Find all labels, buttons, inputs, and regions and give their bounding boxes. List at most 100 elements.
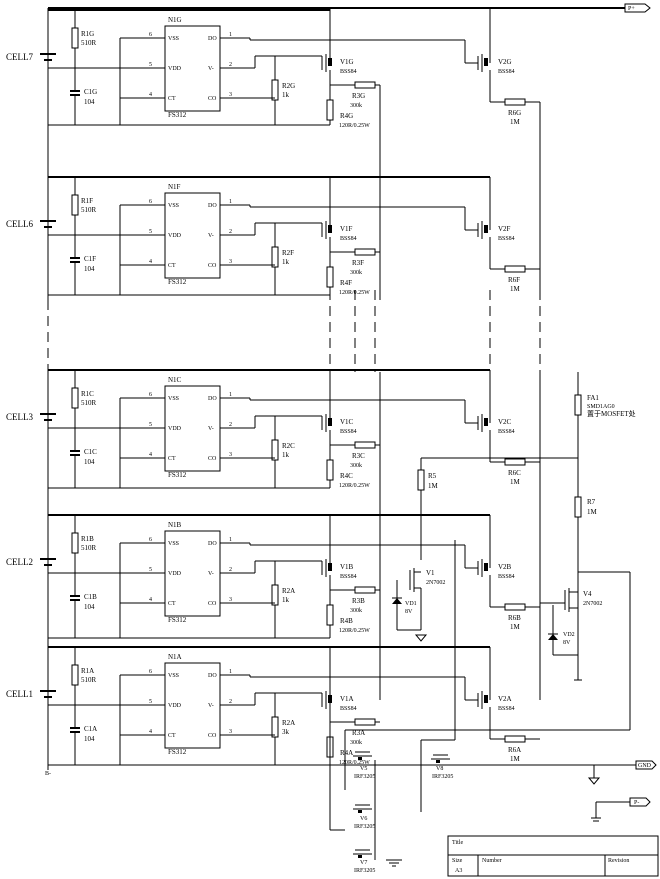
fa1-ref: FA1: [587, 394, 599, 402]
ic-pin-name: VSS: [168, 541, 179, 547]
ic-pin-number: 2: [229, 62, 232, 68]
v2-ref: V2F: [498, 225, 511, 233]
ic-pin-name: VDD: [168, 426, 182, 432]
ic-pin-name: CO: [208, 733, 217, 739]
r3-ref: R3C: [352, 452, 365, 460]
number-label: Number: [482, 858, 502, 864]
r1-resistor: [71, 664, 79, 686]
ic-pin-number: 1: [229, 669, 232, 675]
r2-ref: R2G: [282, 82, 295, 90]
title-label: Title: [452, 840, 463, 846]
ic-pin-number: 1: [229, 537, 232, 543]
r2-resistor: [271, 716, 279, 738]
fs312-ic: [164, 192, 221, 279]
ic-pin-number: 6: [149, 199, 152, 205]
ic-pin-number: 3: [229, 92, 232, 98]
v6-ref: V6: [360, 816, 367, 822]
zener-vd1: VD1 8V: [392, 580, 421, 631]
ic-ref: N1G: [168, 16, 182, 24]
size-value: A3: [455, 868, 462, 874]
resistor-r5: R5 1M: [417, 457, 578, 560]
cell-block-cell6: CELL6R1F510RC1F104N1FFS3126VSS1DO5VDD2V-…: [6, 176, 540, 296]
r6-ref: R6C: [508, 469, 521, 477]
r1-ref: R1A: [81, 667, 94, 675]
r1-ref: R1G: [81, 30, 94, 38]
ic-ref: N1B: [168, 521, 182, 529]
r6-resistor: [504, 458, 526, 466]
ic-pin-number: 2: [229, 699, 232, 705]
mosfet-v4: V4 2N7002: [345, 571, 631, 731]
v2-type: BSS84: [498, 69, 515, 75]
r4-ref: R4B: [340, 617, 353, 625]
r3-ref: R3G: [352, 92, 365, 100]
cell-blocks: CELL7R1G510RC1G104N1GFS3126VSS1DO5VDD2V-…: [6, 9, 540, 766]
mosfet-v7: V7 IRF3205: [353, 849, 375, 874]
cell-label: CELL3: [6, 412, 33, 422]
ic-pin-name: CO: [208, 96, 217, 102]
cell-label: CELL6: [6, 219, 33, 229]
vd2-value: 8V: [563, 640, 571, 646]
ic-pin-name: DO: [208, 673, 217, 679]
v2-channel: [484, 58, 488, 66]
ic-pin-name: DO: [208, 36, 217, 42]
r2-value: 1k: [282, 91, 290, 99]
r5-ref: R5: [428, 472, 437, 480]
ic-pin-number: 6: [149, 392, 152, 398]
r1-ref: R1B: [81, 535, 94, 543]
r2-value: 3k: [282, 728, 290, 736]
r4-value: 120R/0.25W: [339, 290, 370, 296]
v2-type: BSS84: [498, 706, 515, 712]
ic-pin-name: VSS: [168, 203, 179, 209]
r4-resistor: [326, 459, 334, 481]
v1-ref: V1A: [340, 695, 354, 703]
v7-type: IRF3205: [354, 868, 375, 874]
cell-label: CELL2: [6, 557, 33, 567]
ic-pin-number: 4: [149, 729, 152, 735]
v2-type: BSS84: [498, 236, 515, 242]
gnd-label: GND: [638, 763, 652, 769]
fa1-value: SMD1AG0: [587, 404, 615, 410]
ic-pin-name: VDD: [168, 66, 182, 72]
ic-pin-number: 1: [229, 32, 232, 38]
ic-pin-number: 5: [149, 422, 152, 428]
c1-value: 104: [84, 98, 95, 106]
r1-resistor: [71, 387, 79, 409]
r1-value: 510R: [81, 399, 97, 407]
r1-resistor: [71, 194, 79, 216]
ic-pin-name: VDD: [168, 571, 182, 577]
mosfet-v1: V1 2N7002: [409, 568, 445, 642]
ic-pin-name: VSS: [168, 36, 179, 42]
v2-ref: V2A: [498, 695, 512, 703]
ic-pin-number: 4: [149, 259, 152, 265]
r3-ref: R3B: [352, 597, 365, 605]
r3-ref: R3F: [352, 259, 364, 267]
ic-pin-name: VSS: [168, 673, 179, 679]
r2-value: 1k: [282, 258, 290, 266]
ic-pin-number: 4: [149, 452, 152, 458]
r2-resistor: [271, 584, 279, 606]
r3-value: 300k: [350, 463, 362, 469]
r6-ref: R6B: [508, 614, 521, 622]
cell-block-cell2: CELL2R1B510RC1B104N1BFS3126VSS1DO5VDD2V-…: [6, 514, 540, 639]
v6-type: IRF3205: [354, 824, 375, 830]
zener-vd2: VD2 8V: [548, 605, 582, 681]
v1-channel: [328, 418, 332, 426]
ic-pin-name: V-: [208, 571, 214, 577]
c1-ref: C1F: [84, 255, 96, 263]
break-lines: [47, 290, 541, 372]
ic-pin-number: 3: [229, 452, 232, 458]
r1-value: 510R: [81, 676, 97, 684]
v1-channel: [328, 225, 332, 233]
c1-value: 104: [84, 265, 95, 273]
fs312-ic: [164, 662, 221, 749]
cell-block-cell7: CELL7R1G510RC1G104N1GFS3126VSS1DO5VDD2V-…: [6, 9, 540, 129]
v1-type: BSS84: [340, 69, 357, 75]
vd1-value: 8V: [405, 609, 413, 615]
ic-pin-number: 2: [229, 567, 232, 573]
ic-pin-number: 3: [229, 259, 232, 265]
v1-type: BSS84: [340, 574, 357, 580]
fa1-note: 置于MOSFET处: [587, 409, 636, 418]
r4-value: 120R/0.25W: [339, 628, 370, 634]
b-minus-label: B-: [45, 771, 51, 777]
